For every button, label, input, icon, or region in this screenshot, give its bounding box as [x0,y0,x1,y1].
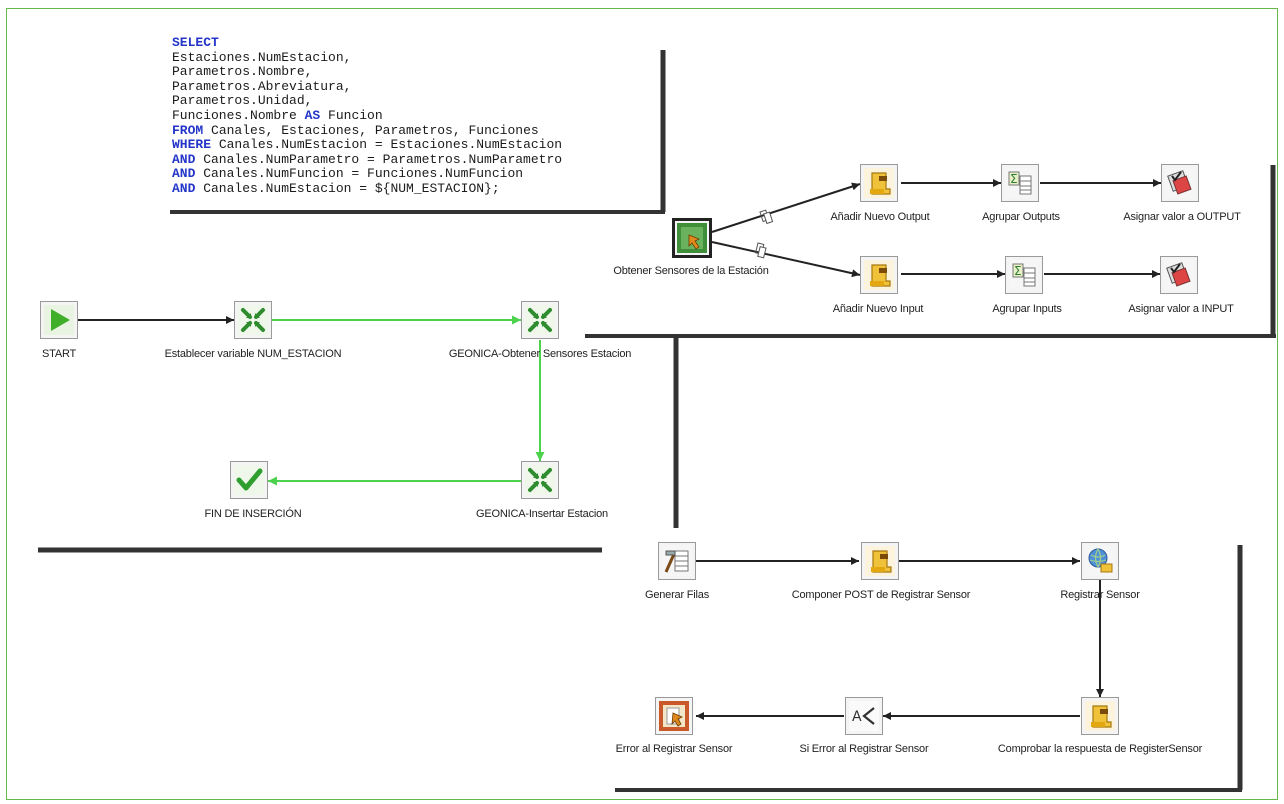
add-output-script-icon[interactable] [860,164,898,202]
sql-keyword: AS [304,107,321,123]
check-icon[interactable] [230,461,268,499]
sql-line: Parametros.Nombre, [172,64,312,79]
group-outputs-label: Agrupar Outputs [982,211,1060,223]
sql-line: AND Canales.NumParametro = Parametros.Nu… [172,152,562,167]
group-inputs-label: Agrupar Inputs [992,303,1062,315]
sql-text: Canales, Estaciones, Parametros, Funcion… [203,122,539,138]
sql-keyword: AND [172,151,196,167]
hop-getsensors-addoutput[interactable] [711,182,861,233]
sql-line: WHERE Canales.NumEstacion = Estaciones.N… [172,137,562,152]
sql-text: Parametros.Abreviatura, [172,78,352,94]
sql-line: FROM Canales, Estaciones, Parametros, Fu… [172,123,539,138]
sql-keyword: FROM [172,122,204,138]
get-sensors-step-label: Obtener Sensores de la Estación [613,265,769,277]
copy-rows-marker-input [754,242,767,259]
sql-line: SELECT [172,35,219,50]
generate-rows-label: Generar Filas [644,589,710,601]
error-icon[interactable] [655,697,693,735]
add-input-script-icon[interactable] [860,256,898,294]
copy-rows-marker-output [759,209,774,225]
sql-line: Parametros.Unidad, [172,93,313,109]
assign-input-icon[interactable] [1160,256,1198,294]
sql-line: Funciones.Nombre AS Funcion [172,108,383,123]
table-input-icon[interactable] [672,218,712,258]
sql-query: SELECT Estaciones.NumEstacion, Parametro… [172,35,562,197]
assign-output-label: Asignar valor a OUTPUT [1123,211,1241,223]
sql-text: Parametros.Unidad, [172,93,313,109]
sql-keyword: AND [172,180,196,196]
set-variable-job-label: Establecer variable NUM_ESTACION [164,348,342,360]
sql-text: Canales.NumParametro = Parametros.NumPar… [195,151,563,167]
sql-text: Canales.NumEstacion = ${NUM_ESTACION}; [195,180,500,196]
error-register-label: Error al Registrar Sensor [615,743,733,755]
start-icon[interactable] [40,301,78,339]
sql-keyword: SELECT [172,35,219,50]
sql-text: Canales.NumFuncion = Funciones.NumFuncio… [195,166,524,182]
group-outputs-icon[interactable] [1001,164,1039,202]
http-post-icon[interactable] [1081,542,1119,580]
sql-line: Estaciones.NumEstacion, [172,50,351,65]
hop-getsensors-addinput[interactable] [711,241,861,278]
add-output-label: Añadir Nuevo Output [830,211,930,223]
sql-text: Canales.NumEstacion = Estaciones.NumEsta… [211,137,563,153]
assign-output-icon[interactable] [1161,164,1199,202]
sql-text: Estaciones.NumEstacion, [172,49,352,65]
check-response-label: Comprobar la respuesta de RegisterSensor [997,743,1203,755]
sql-text: Funcion [320,107,383,123]
sql-text: Parametros.Nombre, [172,64,313,80]
sql-line: Parametros.Abreviatura, [172,79,351,94]
sql-text: Funciones.Nombre [172,107,305,123]
check-response-script-icon[interactable] [1081,697,1119,735]
generate-rows-icon[interactable] [658,542,696,580]
insert-station-job-icon[interactable] [521,461,559,499]
figure-frame [6,8,1278,800]
if-error-label: Si Error al Registrar Sensor [799,743,929,755]
add-input-label: Añadir Nuevo Input [832,303,924,315]
set-variable-job-icon[interactable] [234,301,272,339]
insert-station-job-label: GEONICA-Insertar Estacion [476,508,608,520]
sql-keyword: WHERE [172,137,212,153]
sql-keyword: AND [172,166,196,182]
start-label: START [41,348,77,360]
assign-input-label: Asignar valor a INPUT [1128,303,1234,315]
sql-line: AND Canales.NumFuncion = Funciones.NumFu… [172,166,524,182]
compose-post-script-icon[interactable] [861,542,899,580]
get-sensors-job-label: GEONICA-Obtener Sensores Estacion [448,348,632,360]
sql-line: AND Canales.NumEstacion = ${NUM_ESTACION… [172,181,500,196]
register-sensor-label: Registrar Sensor [1060,589,1140,601]
group-inputs-icon[interactable] [1005,256,1043,294]
end-label: FIN DE INSERCIÓN [204,508,302,520]
get-sensors-job-icon[interactable] [521,301,559,339]
filter-icon[interactable] [845,697,883,735]
compose-post-label: Componer POST de Registrar Sensor [791,589,971,601]
